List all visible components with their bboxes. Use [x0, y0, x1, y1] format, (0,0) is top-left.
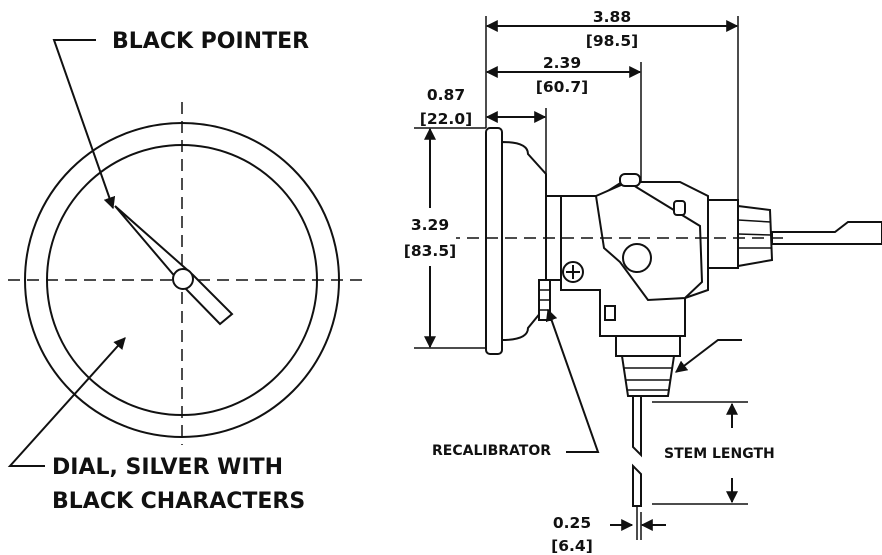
- head-cap-side: [673, 200, 686, 216]
- dial-label-line1: DIAL, SILVER WITH: [52, 455, 283, 480]
- pointer-leader: [52, 39, 116, 210]
- black-pointer: [114, 205, 234, 326]
- dial-diameter-mm: [83.5]: [404, 242, 456, 260]
- stem-diameter-in: 0.25: [553, 514, 591, 532]
- dial-leader: [7, 337, 126, 467]
- screw-tab: [604, 305, 616, 321]
- case-depth-in: 0.87: [427, 86, 465, 104]
- stem-lower: [632, 463, 642, 507]
- head-length-mm: [60.7]: [536, 78, 588, 96]
- dial-diameter-in: 3.29: [411, 216, 449, 234]
- head-length-in: 2.39: [543, 54, 581, 72]
- stem-upper: [632, 395, 642, 458]
- cable: [771, 221, 882, 245]
- head-boss: [622, 243, 652, 273]
- pointer-hub: [172, 268, 194, 290]
- black-pointer-label: BLACK POINTER: [112, 29, 309, 54]
- front-view: BLACK POINTER DIAL, SILVER WITH BLACK CH…: [7, 29, 362, 514]
- case-depth-mm: [22.0]: [420, 110, 472, 128]
- recalibrator-label: RECALIBRATOR: [432, 443, 551, 459]
- thread-leader: [675, 339, 742, 373]
- fitting-nut: [707, 199, 739, 269]
- overall-length-mm: [98.5]: [586, 32, 638, 50]
- bottom-hex: [615, 335, 681, 357]
- cable-gland: [737, 204, 774, 268]
- stem-diameter-mm: [6.4]: [551, 537, 593, 555]
- side-view: [410, 127, 882, 540]
- head-cap: [619, 173, 641, 187]
- stem-length-label: STEM LENGTH: [664, 446, 775, 462]
- case-bezel: [485, 127, 503, 355]
- dial-label-line2: BLACK CHARACTERS: [52, 489, 305, 514]
- dimensions: 3.88 [98.5] 2.39 [60.7] 0.87 [22.0] 3.29…: [404, 8, 775, 555]
- recalibrator-leader: [545, 308, 600, 453]
- bottom-thread: [620, 355, 676, 397]
- overall-length-in: 3.88: [593, 8, 631, 26]
